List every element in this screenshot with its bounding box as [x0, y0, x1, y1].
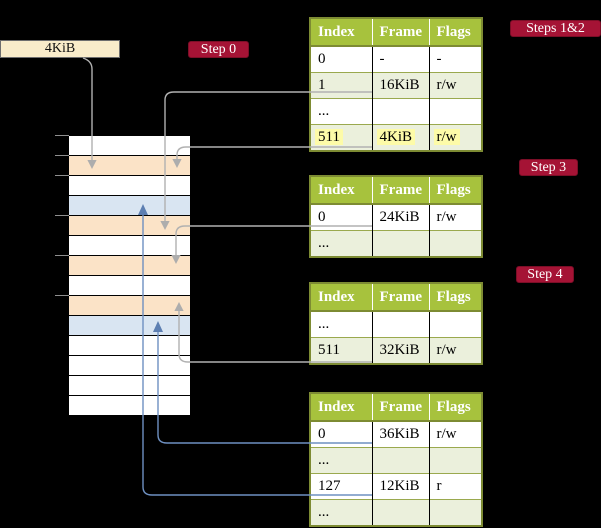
memory-frame-row: [69, 236, 190, 256]
memory-tick: [55, 255, 69, 256]
memory-tick: [55, 135, 69, 136]
cell-value: 0: [318, 209, 326, 225]
cell-value: r/w: [436, 426, 457, 442]
cell-value: r/w: [436, 342, 457, 358]
cell-value: 24KiB: [379, 209, 420, 225]
cell-value: -: [436, 51, 442, 67]
badge-step-0: Step 0: [188, 41, 249, 58]
cell-value: r/w: [436, 209, 457, 225]
table-row: ...: [310, 230, 482, 257]
cell-value: ...: [318, 504, 330, 520]
badge-steps-1-2: Steps 1&2: [510, 20, 601, 37]
memory-tick: [55, 155, 69, 156]
column-header-index: Index: [310, 18, 373, 47]
column-header-flags: Flags: [429, 283, 482, 312]
table-row: 0 36KiB r/w: [310, 421, 482, 448]
table-row: 0 24KiB r/w: [310, 204, 482, 231]
root-pointer-label: 4KiB: [44, 41, 76, 56]
column-header-index: Index: [310, 283, 373, 312]
table-row: ...: [310, 499, 482, 526]
memory-tick: [55, 175, 69, 176]
badge-step-4: Step 4: [516, 266, 574, 283]
cell-value: r: [436, 478, 442, 494]
cell-value: r/w: [436, 77, 457, 93]
cell-value: ...: [318, 316, 330, 332]
cell-value: 12KiB: [379, 478, 420, 494]
cell-value: 32KiB: [379, 342, 420, 358]
memory-frame-row: [69, 336, 190, 356]
table-row: 511 32KiB r/w: [310, 337, 482, 364]
memory-tick: [55, 215, 69, 216]
memory-frame-row: [69, 256, 190, 276]
cell-value: 127: [318, 478, 341, 494]
column-header-frame: Frame: [372, 283, 430, 312]
memory-frame-row: [69, 356, 190, 376]
column-header-index: Index: [310, 176, 373, 205]
table-row-highlighted: 511 4KiB r/w: [310, 124, 482, 151]
memory-frame-row: [69, 296, 190, 316]
table-row: 0 - -: [310, 46, 482, 73]
cell-value: 511: [315, 129, 343, 145]
memory-frame-row: [69, 176, 190, 196]
column-header-frame: Frame: [372, 18, 430, 47]
badge-step-3: Step 3: [519, 159, 578, 176]
column-header-flags: Flags: [429, 393, 482, 422]
cell-value: -: [379, 51, 385, 67]
column-header-index: Index: [310, 393, 373, 422]
cell-value: 511: [318, 342, 340, 358]
root-pointer-box: 4KiB: [0, 40, 120, 58]
memory-frame-row: [69, 216, 190, 236]
page-table-2: Index Frame Flags 0 24KiB r/w ...: [309, 175, 483, 258]
table-row: 1 16KiB r/w: [310, 72, 482, 99]
memory-frame-row: [69, 196, 190, 216]
column-header-flags: Flags: [429, 176, 482, 205]
column-header-flags: Flags: [429, 18, 482, 47]
cell-value: 4KiB: [376, 129, 416, 145]
memory-frame-row: [69, 276, 190, 296]
table-row: ...: [310, 98, 482, 125]
memory-frame-row: [69, 396, 190, 416]
page-table-3: Index Frame Flags ... 511 32KiB r/w: [309, 282, 483, 365]
cell-value: 0: [318, 426, 326, 442]
memory-frame-row: [69, 316, 190, 336]
cell-value: 0: [318, 51, 326, 67]
cell-value: 16KiB: [379, 77, 420, 93]
memory-tick: [55, 295, 69, 296]
cell-value: 1: [318, 77, 326, 93]
cell-value: ...: [318, 235, 330, 251]
table-row: ...: [310, 311, 482, 338]
memory-frame-row: [69, 156, 190, 176]
memory-frame-row: [69, 376, 190, 396]
column-header-frame: Frame: [372, 393, 430, 422]
cell-value: ...: [318, 103, 330, 119]
memory-frame-row: [69, 136, 190, 156]
cell-value: ...: [318, 452, 330, 468]
page-table-1: Index Frame Flags 0 - - 1 16KiB r/w ... …: [309, 17, 483, 152]
table-row: 127 12KiB r: [310, 473, 482, 500]
cell-value: r/w: [433, 129, 460, 145]
column-header-frame: Frame: [372, 176, 430, 205]
physical-memory-column: [69, 136, 190, 416]
page-table-4: Index Frame Flags 0 36KiB r/w ... 127 12…: [309, 392, 483, 527]
cell-value: 36KiB: [379, 426, 420, 442]
table-row: ...: [310, 447, 482, 474]
